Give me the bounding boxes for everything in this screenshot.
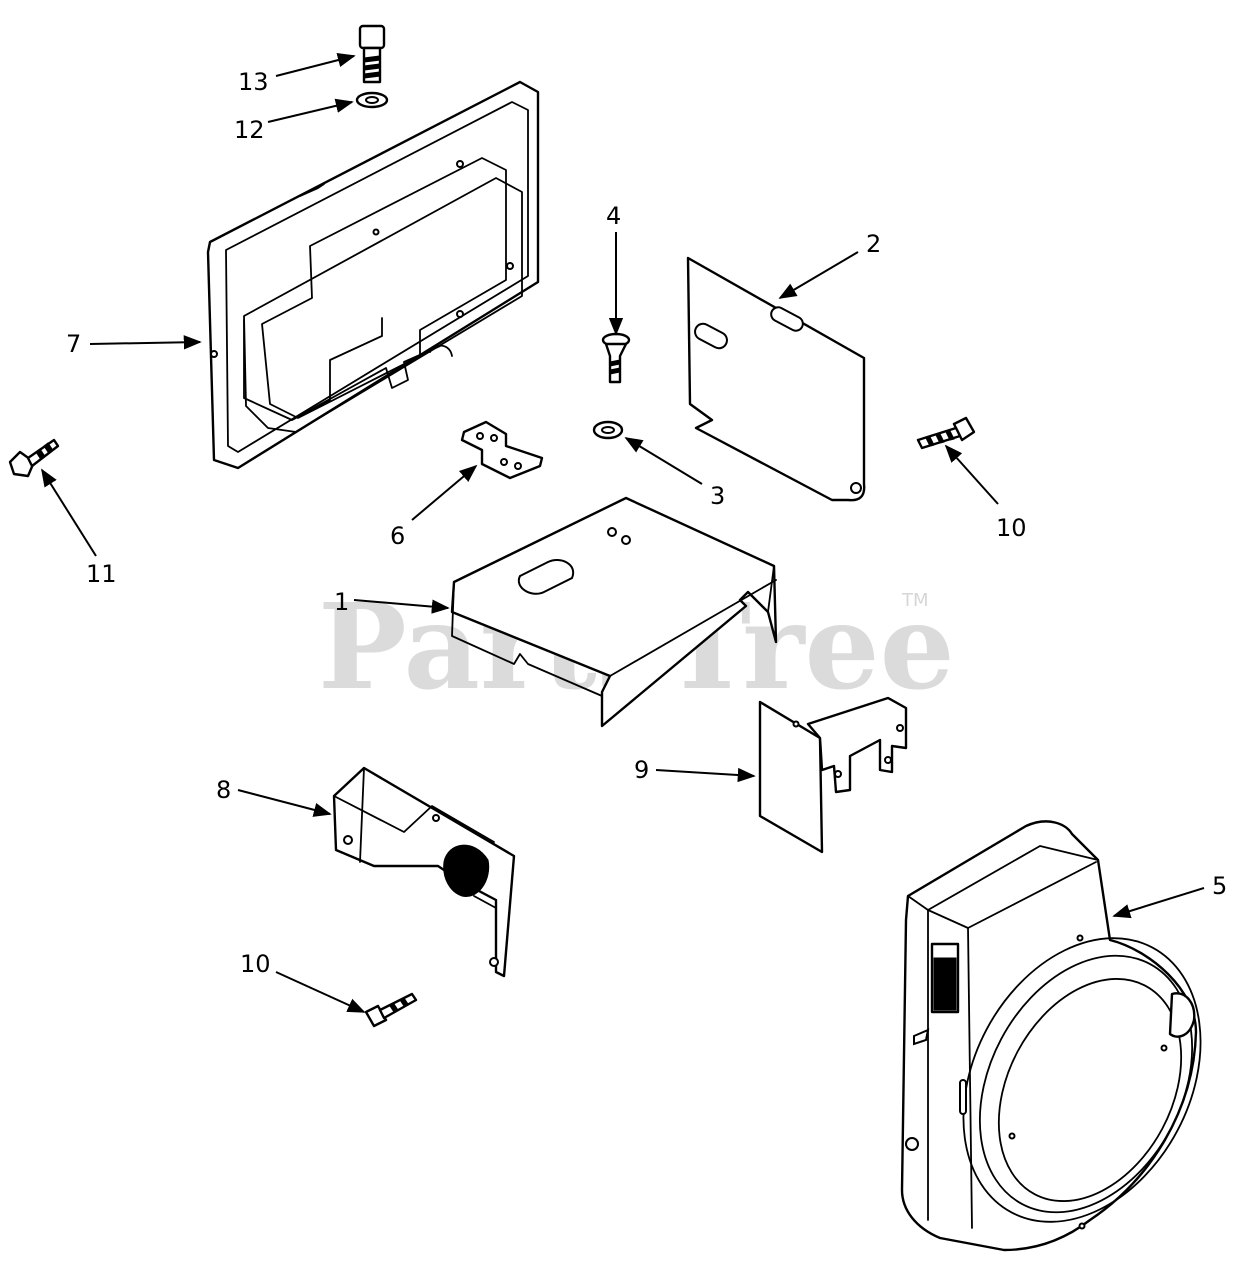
part-11-screw xyxy=(8,438,60,478)
part-8-deflector xyxy=(332,766,516,978)
callout-9: 9 xyxy=(634,756,649,784)
part-7-air-cleaner-base xyxy=(206,80,540,470)
callout-10-lower: 10 xyxy=(240,950,271,978)
part-6-bracket xyxy=(460,420,544,480)
part-4-screw xyxy=(601,332,631,384)
part-12-washer xyxy=(355,91,389,109)
callout-7: 7 xyxy=(66,330,81,358)
callout-8: 8 xyxy=(216,776,231,804)
callout-11: 11 xyxy=(86,560,117,588)
callout-6: 6 xyxy=(390,522,405,550)
callout-13: 13 xyxy=(238,68,269,96)
callout-12: 12 xyxy=(234,116,265,144)
part-5-blower-housing xyxy=(900,820,1202,1252)
callout-3: 3 xyxy=(710,482,725,510)
part-2-cover-plate xyxy=(686,256,866,502)
callout-4: 4 xyxy=(606,202,621,230)
part-10-screw-lower xyxy=(364,992,418,1028)
part-1-shroud xyxy=(450,496,778,728)
callout-10-upper: 10 xyxy=(996,514,1027,542)
part-10-screw-upper xyxy=(916,416,976,450)
watermark-trademark: TM xyxy=(901,590,929,611)
part-9-baffle xyxy=(758,696,908,854)
part-13-bolt xyxy=(358,24,386,84)
callout-1: 1 xyxy=(334,588,349,616)
callout-5: 5 xyxy=(1212,872,1227,900)
callouts: 13 12 7 4 2 3 6 10 11 1 9 8 5 10 xyxy=(41,53,1227,1013)
callout-2: 2 xyxy=(866,230,881,258)
part-3-washer xyxy=(592,420,624,440)
